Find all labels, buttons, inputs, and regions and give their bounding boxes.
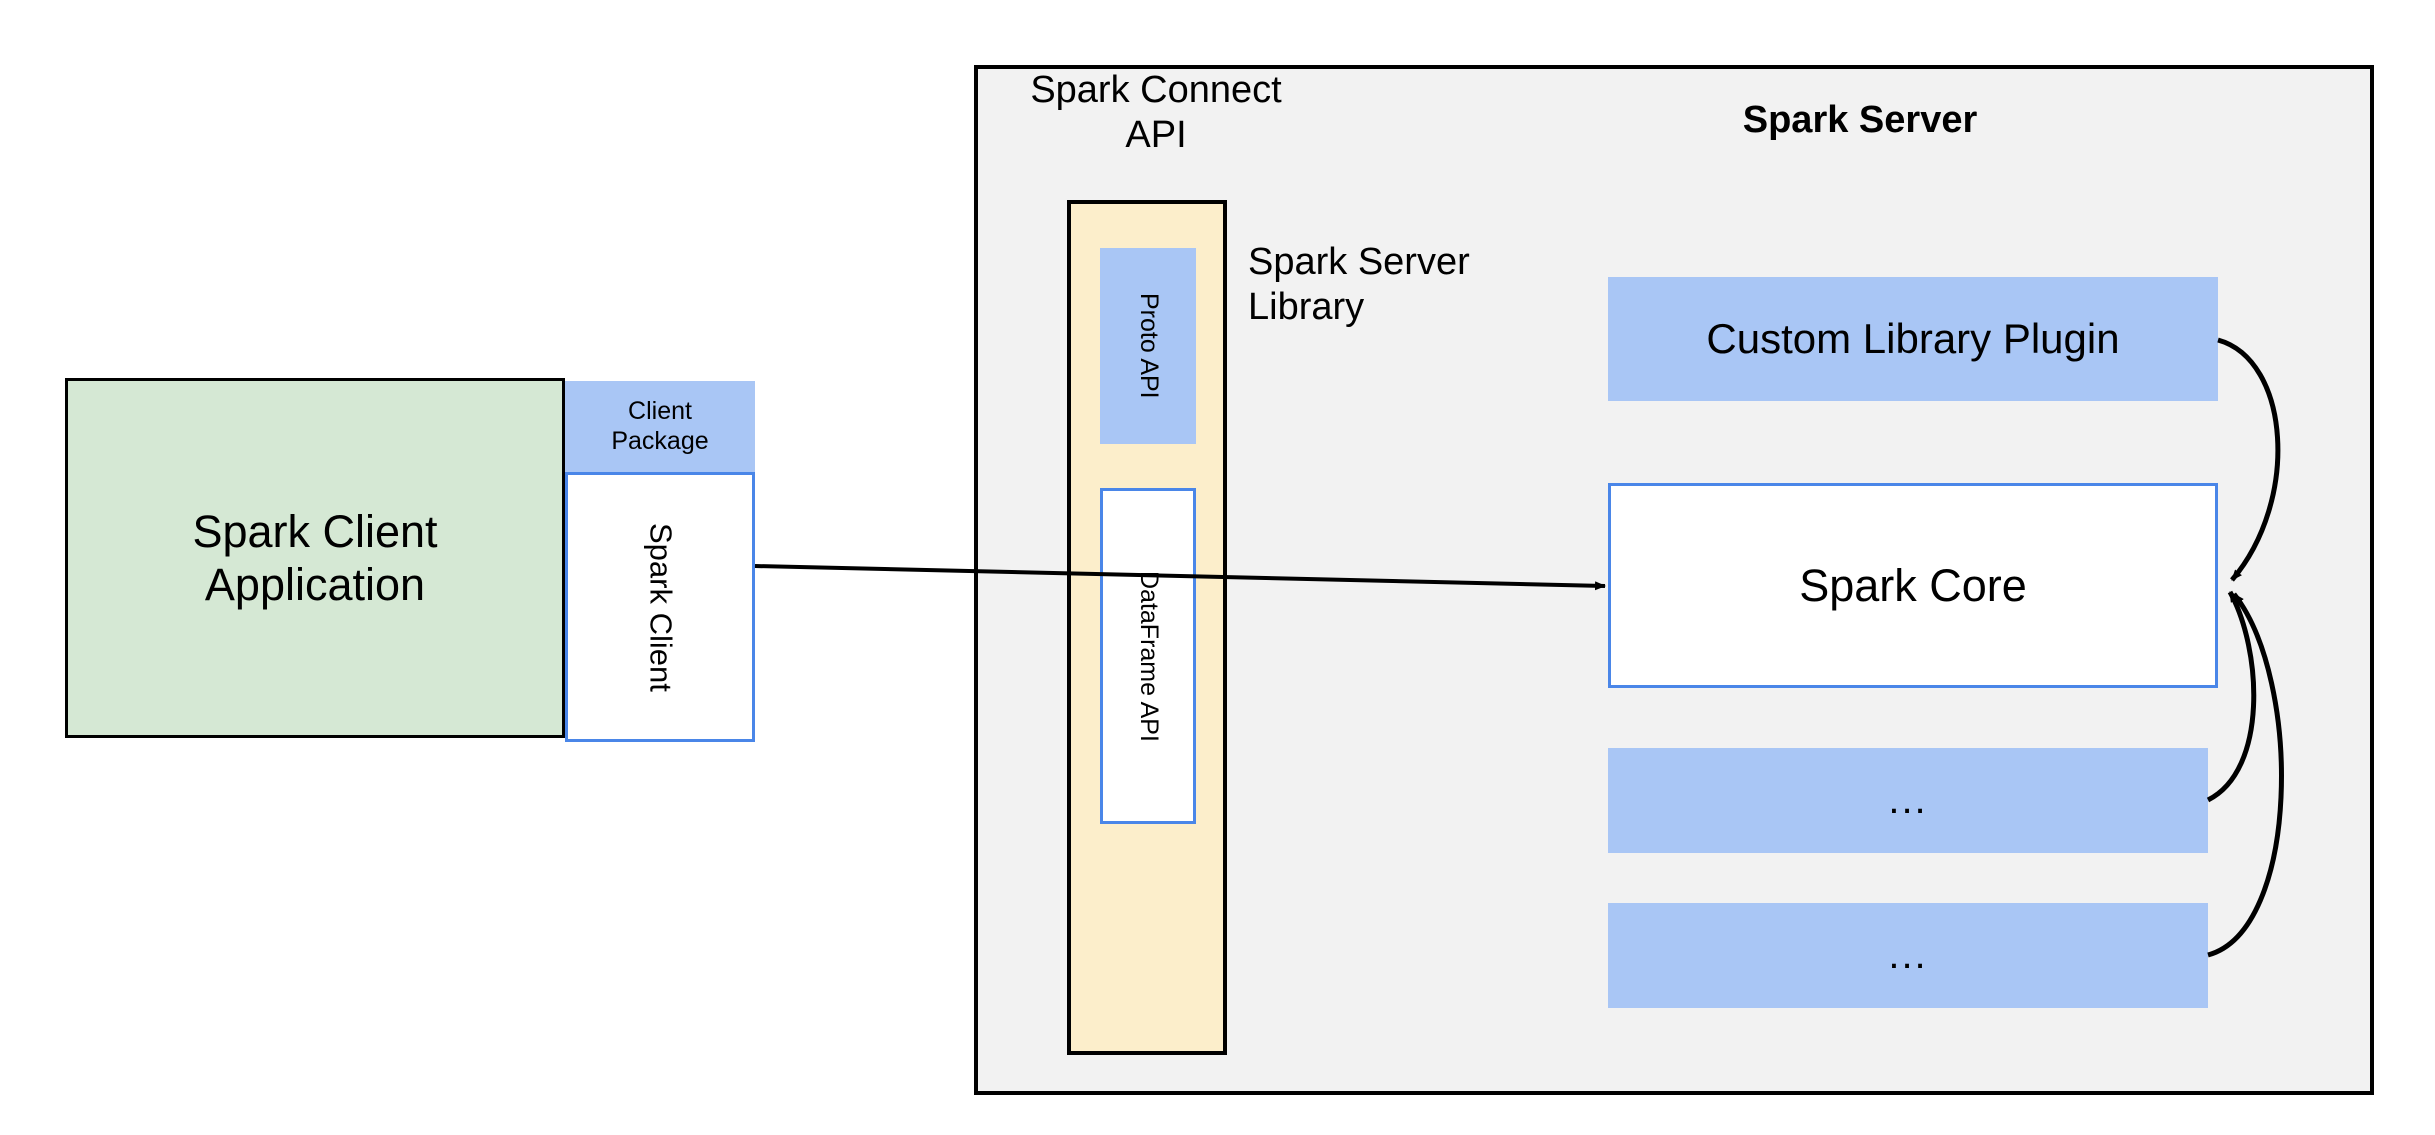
server-component-placeholder-box-1 bbox=[1608, 748, 2208, 853]
custom-library-plugin-box bbox=[1608, 277, 2218, 401]
server-component-placeholder-label-1: ... bbox=[1888, 777, 1928, 822]
server-component-placeholder-label-2: ... bbox=[1888, 932, 1928, 977]
custom-library-plugin-label: Custom Library Plugin bbox=[1706, 315, 2120, 363]
spark-client-application-box bbox=[65, 378, 565, 738]
spark-server-library-label: Spark Server Library bbox=[1248, 241, 1470, 328]
proto-api-box bbox=[1100, 248, 1196, 444]
spark-connect-api-label: Spark Connect API bbox=[1030, 69, 1282, 156]
spark-server-title: Spark Server bbox=[1742, 98, 1978, 141]
proto-api-label: Proto API bbox=[1134, 293, 1163, 399]
dataframe-api-label: DataFrame API bbox=[1134, 570, 1163, 742]
dataframe-api-label-wrap: DataFrame API bbox=[1100, 488, 1196, 824]
spark-core-label: Spark Core bbox=[1799, 559, 2027, 611]
spark-client-label-wrap: Spark Client bbox=[565, 472, 755, 742]
spark-client-box bbox=[565, 472, 755, 742]
spark-client-label: Spark Client bbox=[643, 522, 679, 692]
client-package-label: Client Package bbox=[611, 397, 709, 455]
spark-core-box bbox=[1608, 483, 2218, 688]
server-component-placeholder-box-2 bbox=[1608, 903, 2208, 1008]
dataframe-api-box bbox=[1100, 488, 1196, 824]
client-package-box bbox=[565, 381, 755, 472]
spark-client-application-label: Spark Client Application bbox=[192, 505, 438, 610]
proto-api-label-wrap: Proto API bbox=[1100, 248, 1196, 444]
